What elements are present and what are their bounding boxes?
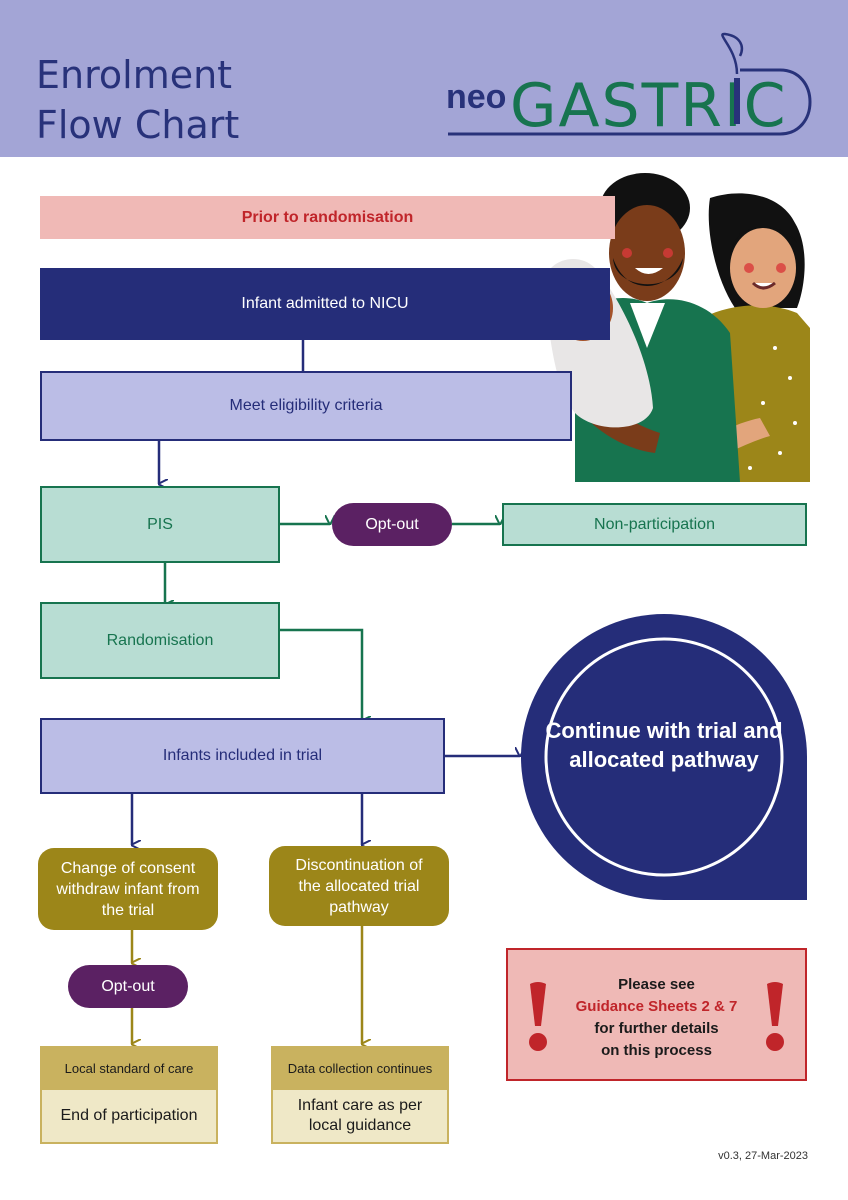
node-infant-admitted: Infant admitted to NICU — [40, 268, 610, 340]
prior-to-randomisation-banner: Prior to randomisation — [40, 196, 615, 239]
exclamation-icon — [529, 982, 547, 1051]
continue-ring — [544, 637, 784, 877]
notice-text: Please see Guidance Sheets 2 & 7 for fur… — [548, 974, 765, 1062]
notice-guidance-link: Guidance Sheets 2 & 7 — [575, 998, 738, 1015]
neogastric-logo: neo GASTRIC — [446, 32, 812, 140]
node-non-participation: Non-participation — [502, 503, 807, 546]
title-line-1: Enrolment — [36, 53, 233, 97]
node-infants-included: Infants included in trial — [40, 718, 445, 794]
node-randomisation: Randomisation — [40, 602, 280, 679]
title-line-2: Flow Chart — [36, 103, 240, 147]
version-stamp: v0.3, 27-Mar-2023 — [718, 1150, 808, 1162]
node-pis: PIS — [40, 486, 280, 563]
header-banner — [0, 0, 848, 157]
node-optout-bottom: Opt-out — [68, 965, 188, 1008]
node-optout-top: Opt-out — [332, 503, 452, 546]
node-change-of-consent: Change of consent withdraw infant from t… — [38, 848, 218, 930]
notice-line-4: on this process — [601, 1042, 712, 1059]
guidance-notice: Please see Guidance Sheets 2 & 7 for fur… — [506, 948, 807, 1081]
arrow-randomisation-to-included — [280, 628, 362, 721]
continue-shape — [521, 614, 807, 900]
node-discontinuation: Discontinuation of the allocated trial p… — [269, 846, 449, 926]
notice-line-1: Please see — [618, 976, 695, 993]
node-infant-care: Infant care as per local guidance — [271, 1090, 449, 1144]
node-end-of-participation: End of participation — [40, 1090, 218, 1144]
notice-line-3: for further details — [594, 1020, 719, 1037]
node-local-standard-header: Local standard of care — [40, 1046, 218, 1090]
exclamation-icon — [766, 982, 784, 1051]
logo-prefix: neo — [446, 78, 506, 116]
node-eligibility: Meet eligibility criteria — [40, 371, 572, 441]
node-continue-text: Continue with trial and allocated pathwa… — [545, 718, 783, 772]
page-title: Enrolment Flow Chart — [36, 50, 239, 150]
node-data-collection-header: Data collection continues — [271, 1046, 449, 1090]
